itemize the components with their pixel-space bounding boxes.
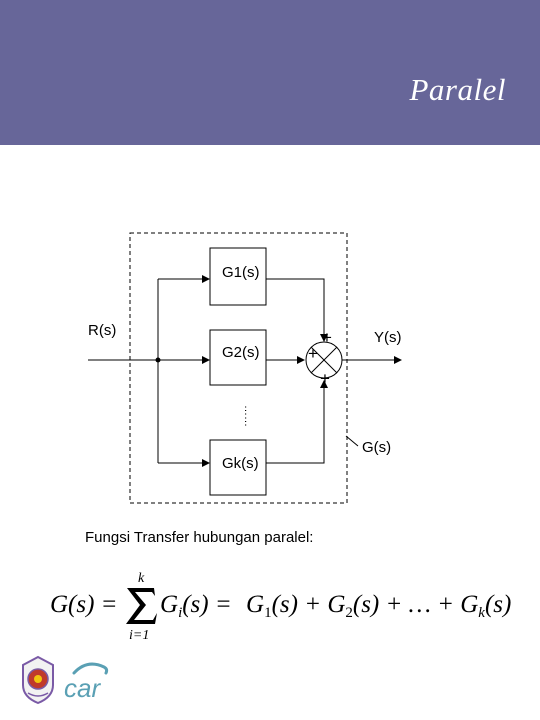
sign-bottom: + bbox=[320, 369, 330, 388]
gs-leader bbox=[345, 435, 359, 447]
input-label: R(s) bbox=[88, 322, 116, 339]
university-seal-icon bbox=[22, 655, 54, 705]
block-label-gk: Gk(s) bbox=[222, 455, 259, 472]
block-g2 bbox=[209, 329, 267, 386]
system-boundary bbox=[129, 232, 348, 504]
junction-cross-2 bbox=[310, 346, 338, 374]
formula-expansion: G1(s) + G2(s) + … + Gk(s) bbox=[246, 591, 511, 621]
formula-term: Gi(s) = bbox=[160, 591, 232, 621]
sign-left: + bbox=[308, 344, 318, 363]
block-label-g1: G1(s) bbox=[222, 264, 260, 281]
output-label: Y(s) bbox=[374, 329, 402, 346]
sigma-icon bbox=[126, 588, 157, 624]
formula-lhs: G(s) = bbox=[50, 591, 118, 618]
g1-to-sum bbox=[266, 278, 328, 342]
branch-ellipsis: …… bbox=[242, 405, 254, 427]
block-g1 bbox=[209, 247, 267, 306]
gk-to-sum bbox=[266, 380, 328, 464]
header-banner: Paralel bbox=[0, 0, 540, 145]
block-gk bbox=[209, 439, 267, 496]
block-label-g2: G2(s) bbox=[222, 344, 260, 361]
transfer-function-formula: G(s) = k i=1 Gi(s) = G1(s) + G2(s) + … +… bbox=[50, 571, 511, 642]
car-logo-text: car bbox=[64, 673, 101, 703]
sum-upper-limit: k bbox=[138, 571, 145, 586]
system-label: G(s) bbox=[362, 439, 391, 456]
sum-lower-limit: i=1 bbox=[129, 628, 149, 642]
formula-caption: Fungsi Transfer hubungan paralel: bbox=[85, 529, 314, 546]
car-logo-icon: car bbox=[64, 662, 109, 703]
slide-title: Paralel bbox=[409, 72, 506, 107]
sign-top: + bbox=[322, 328, 332, 347]
